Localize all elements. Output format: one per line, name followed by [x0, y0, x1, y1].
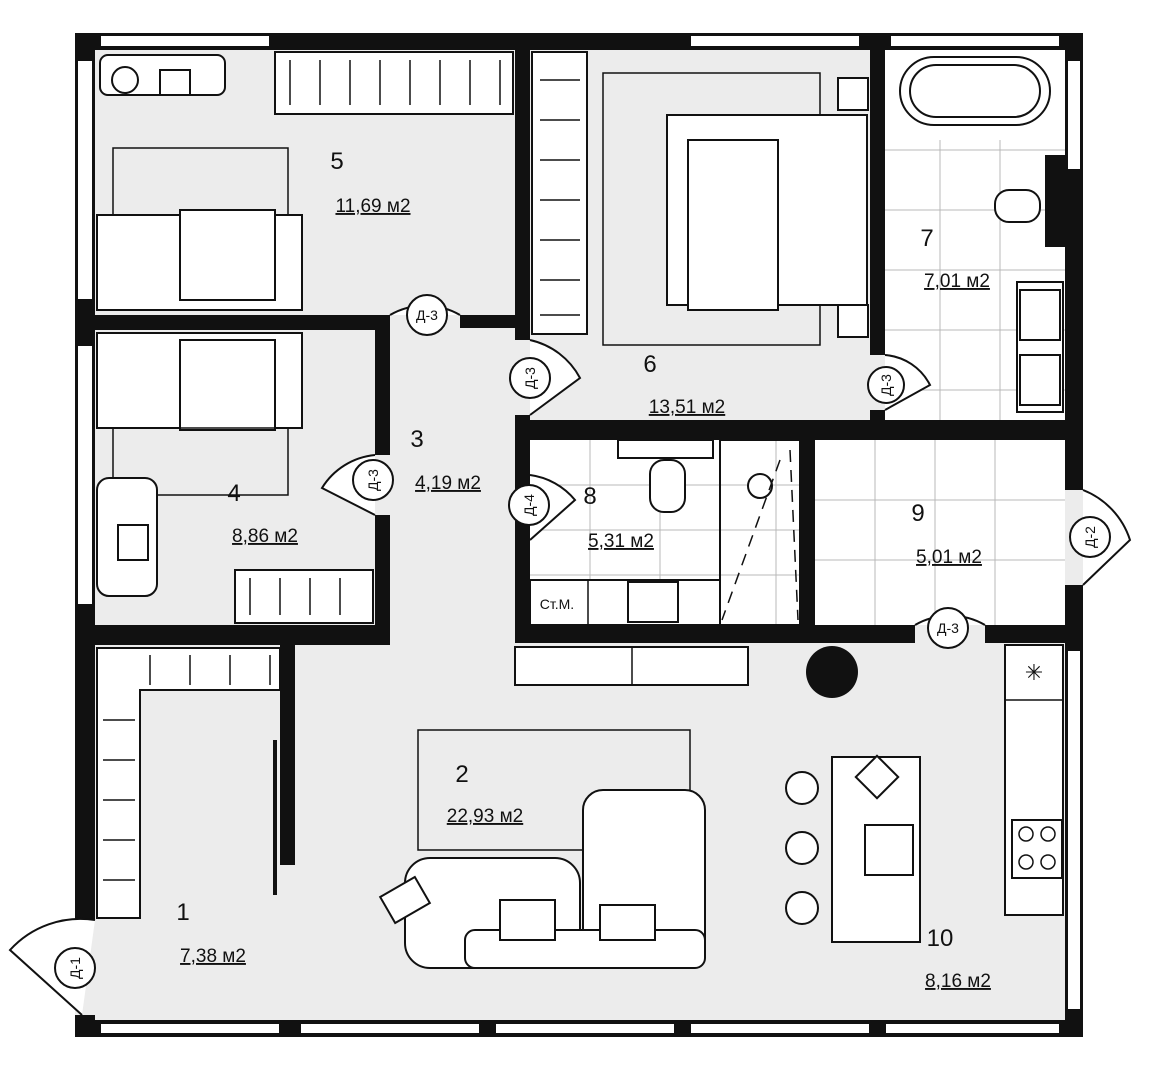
svg-text:Д-3: Д-3	[937, 620, 959, 636]
room-number: 9	[911, 500, 924, 527]
room-area: 5,01 м2	[916, 547, 982, 568]
svg-text:Д-3: Д-3	[878, 374, 894, 396]
door-tag: Д-2	[1069, 516, 1111, 558]
windows	[76, 34, 1082, 1035]
room-area: 8,86 м2	[232, 526, 298, 547]
room-number: 3	[410, 426, 423, 453]
rug-4	[112, 427, 289, 496]
door-tag: Д-1	[54, 947, 96, 989]
svg-text:Д-3: Д-3	[365, 469, 381, 491]
door-tag: Д-3	[927, 607, 969, 649]
room-area: 7,38 м2	[180, 946, 246, 967]
cooktop	[1011, 819, 1063, 879]
bar-stool	[785, 891, 819, 925]
room-area: 7,01 м2	[924, 271, 990, 292]
wardrobes	[96, 51, 588, 919]
door-tag: Д-3	[509, 357, 551, 399]
plant	[806, 646, 858, 698]
room-area: 5,31 м2	[588, 531, 654, 552]
bar-stool	[785, 831, 819, 865]
svg-text:Д-4: Д-4	[521, 494, 537, 516]
door-swing	[529, 339, 582, 416]
svg-text:Д-2: Д-2	[1082, 526, 1098, 548]
shower	[719, 439, 801, 626]
room-area: 11,69 м2	[335, 196, 410, 217]
svg-text:Д-3: Д-3	[416, 307, 438, 323]
room-area: 8,16 м2	[925, 971, 991, 992]
bathroom-floor-9	[815, 440, 1065, 625]
svg-text:✳: ✳	[1025, 660, 1043, 685]
svg-text:Д-1: Д-1	[67, 957, 83, 979]
room-area: 22,93 м2	[447, 806, 523, 827]
room-number: 8	[583, 483, 596, 510]
furniture: ✳	[96, 54, 1065, 969]
laptop	[159, 69, 191, 96]
bar-stool	[785, 771, 819, 805]
washer-label: Ст.М.	[540, 596, 574, 612]
nightstand	[837, 77, 869, 111]
room-area: 13,51 м2	[649, 397, 725, 418]
sink-8	[627, 581, 679, 623]
door-tag: Д-3	[406, 294, 448, 336]
door-tag: Д-3	[352, 459, 394, 501]
room-labels: 1 7,38 м2 2 22,93 м2 3 4,19 м2 4 8,86 м2…	[176, 148, 991, 992]
room-number: 4	[227, 480, 240, 507]
door-tag: Д-3	[867, 366, 905, 404]
room-number: 6	[643, 351, 656, 378]
room-number: 2	[455, 761, 468, 788]
room-number: 5	[330, 148, 343, 175]
doors: Д-3 Д-3 Д-3 Д-3 Д-4 Д-2 Д-3 Д-1	[8, 294, 1132, 1016]
room-area: 4,19 м2	[415, 473, 481, 494]
svg-text:Д-3: Д-3	[522, 367, 538, 389]
room-number: 10	[927, 925, 954, 952]
room-number: 1	[176, 899, 189, 926]
toilet-8	[649, 459, 686, 513]
room-number: 7	[920, 225, 933, 252]
door-swing	[8, 917, 96, 1016]
nightstand	[837, 304, 869, 338]
door-tag: Д-4	[508, 484, 550, 526]
toilet	[994, 189, 1041, 223]
counter-8	[529, 579, 721, 626]
